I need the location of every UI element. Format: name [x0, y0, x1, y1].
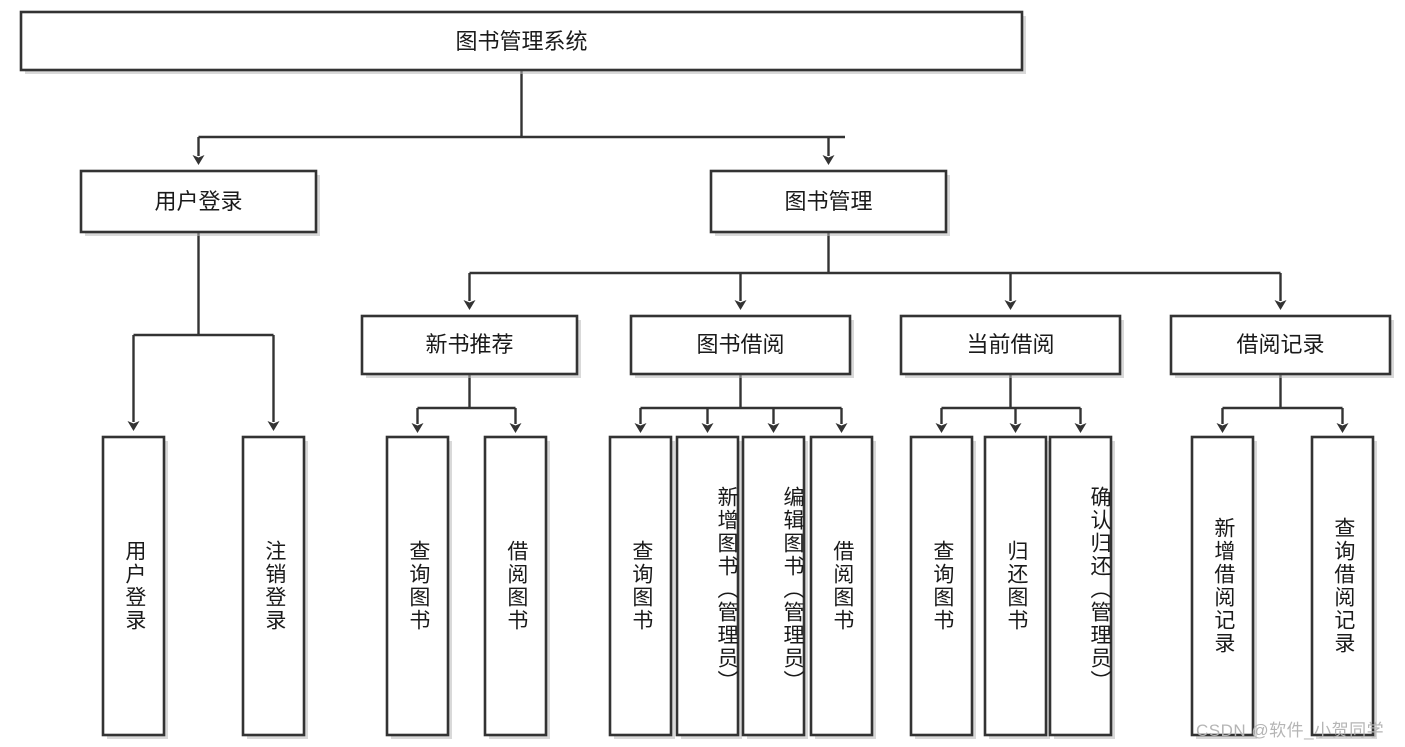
leaf-box-borrow-book-new[interactable]	[483, 435, 548, 737]
node-borrow-record-box[interactable]	[1169, 314, 1392, 376]
node-user-login-box[interactable]	[79, 169, 318, 234]
leaf-box-confirm-return[interactable]	[1048, 435, 1113, 737]
node-user-login[interactable]: 用户登录	[79, 169, 320, 236]
leaf-box-edit-book[interactable]	[741, 435, 806, 737]
leaf-box-query-book-cb[interactable]	[909, 435, 974, 737]
node-book-manage-label: 图书管理	[784, 189, 872, 214]
node-borrow-record[interactable]: 借阅记录	[1169, 314, 1394, 378]
leaf-box-query-book-bb[interactable]	[608, 435, 673, 737]
node-book-borrow[interactable]: 图书借阅	[629, 314, 854, 378]
node-new-book-rec-box[interactable]	[360, 314, 579, 376]
leaf-box-query-record[interactable]	[1310, 435, 1375, 737]
node-book-borrow-box[interactable]	[629, 314, 852, 376]
node-current-borrow-box[interactable]	[899, 314, 1122, 376]
leaf-boxes-layer	[101, 435, 1377, 739]
node-book-manage-box[interactable]	[709, 169, 948, 234]
leaf-box-borrow-book-bb[interactable]	[809, 435, 874, 737]
leaf-box-user-logout[interactable]	[241, 435, 306, 737]
node-root-box[interactable]	[19, 10, 1024, 72]
leaf-box-user-login[interactable]	[101, 435, 166, 737]
node-book-borrow-label: 图书借阅	[696, 332, 784, 357]
leaf-box-add-book[interactable]	[675, 435, 740, 737]
node-new-book-rec[interactable]: 新书推荐	[360, 314, 581, 378]
node-root[interactable]: 图书管理系统	[19, 10, 1026, 74]
leaf-box-return-book[interactable]	[983, 435, 1048, 737]
node-user-login-label: 用户登录	[154, 189, 242, 214]
leaf-box-add-record[interactable]	[1190, 435, 1255, 737]
node-book-manage[interactable]: 图书管理	[709, 169, 950, 236]
node-new-book-rec-label: 新书推荐	[425, 332, 513, 357]
watermark-text: CSDN @软件_小贺同学	[1196, 721, 1385, 740]
node-root-label: 图书管理系统	[455, 29, 587, 54]
connectors-layer	[127, 70, 1349, 433]
leaf-box-query-book-new[interactable]	[385, 435, 450, 737]
node-borrow-record-label: 借阅记录	[1236, 332, 1324, 357]
node-current-borrow-label: 当前借阅	[966, 332, 1054, 357]
node-current-borrow[interactable]: 当前借阅	[899, 314, 1124, 378]
